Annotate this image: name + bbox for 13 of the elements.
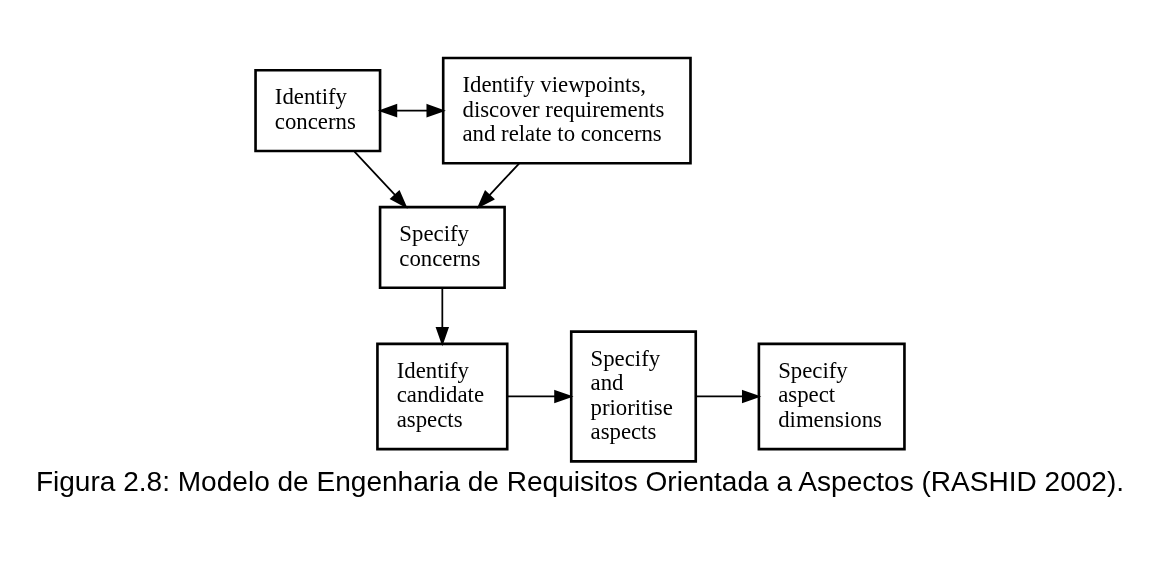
node-box: Specify and prioritise aspects	[569, 330, 698, 463]
node-box: Identify concerns	[254, 68, 382, 153]
arrow	[695, 389, 762, 404]
node-box: Specify concerns	[378, 205, 506, 290]
arrow	[353, 150, 408, 209]
arrow	[377, 103, 446, 118]
node-box: Identify viewpoints, discover requirements and relate to concerns	[441, 56, 692, 165]
node-box: Identify candidate aspects	[376, 342, 509, 451]
arrow	[476, 162, 520, 209]
arrow	[506, 389, 574, 404]
caption: Figura 2.8: Modelo de Engenharia de Requisitos Orientada a Aspectos (RASHID 2002).	[35, 465, 1125, 497]
arrow	[435, 287, 450, 347]
node-box: Specify aspect dimensions	[757, 342, 906, 451]
